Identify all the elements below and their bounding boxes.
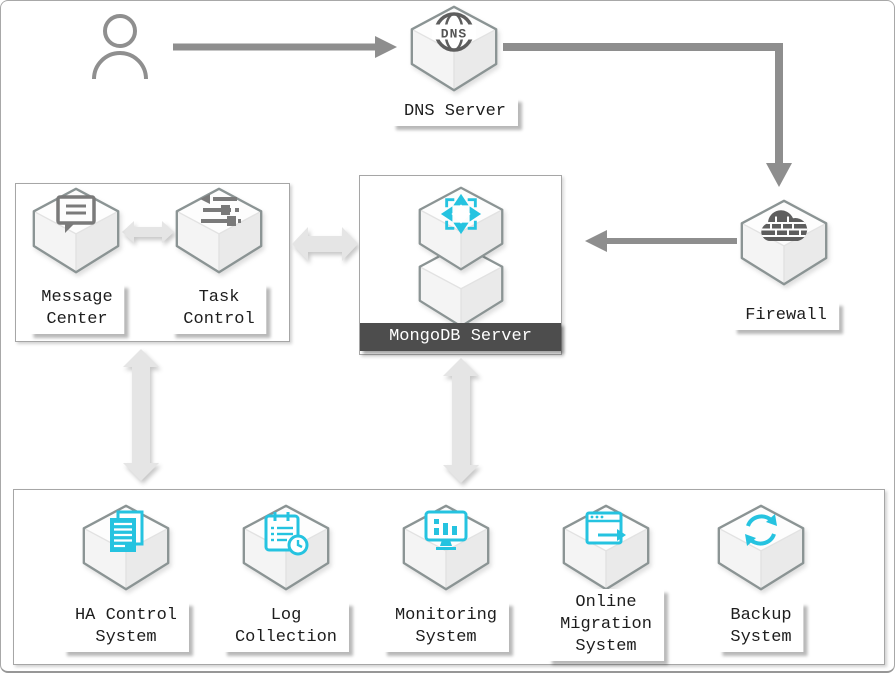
arrow-firewall-to-mongodb xyxy=(585,230,737,252)
dns-node: DNS xyxy=(407,4,501,94)
backup-label: Backup System xyxy=(718,602,804,653)
mongodb-server-box: MongoDB Server xyxy=(359,175,562,355)
online-migration-node xyxy=(559,503,653,593)
documents-icon xyxy=(110,510,144,552)
firewall-label: Firewall xyxy=(733,302,839,331)
double-arrow-mongodb-systems xyxy=(443,358,479,483)
monitoring-node xyxy=(399,503,493,593)
mongodb-label: MongoDB Server xyxy=(360,323,561,351)
monitor-chart-icon xyxy=(424,510,468,550)
monitoring-label: Monitoring System xyxy=(382,602,510,653)
firewall-cloud-icon xyxy=(761,210,808,241)
firewall-node xyxy=(737,198,831,288)
log-schedule-icon xyxy=(264,512,309,556)
mongodb-hex-top xyxy=(415,185,507,273)
backup-node xyxy=(714,503,808,593)
sync-icon xyxy=(745,514,777,546)
log-collection-label: Log Collection xyxy=(222,602,350,653)
message-center-node xyxy=(29,186,123,276)
dns-label: DNS Server xyxy=(391,98,519,127)
arrow-dns-to-firewall xyxy=(503,43,792,187)
dns-icon-text: DNS xyxy=(441,27,467,42)
double-arrow-mongodb-control xyxy=(292,227,358,261)
log-collection-node xyxy=(239,503,333,593)
chat-bubble-icon xyxy=(56,195,96,233)
ha-control-node xyxy=(79,503,173,593)
dns-globe-icon: DNS xyxy=(432,12,476,52)
task-control-label: Task Control xyxy=(171,284,267,335)
online-migration-label: Online Migration System xyxy=(548,589,664,662)
arrow-user-to-dns xyxy=(173,36,397,58)
ha-control-label: HA Control System xyxy=(62,602,190,653)
sliders-icon xyxy=(200,194,241,226)
double-arrow-control-systems xyxy=(123,349,159,481)
scale-arrows-icon xyxy=(440,193,482,235)
message-center-label: Message Center xyxy=(29,284,125,335)
user-icon xyxy=(92,14,148,80)
task-control-node xyxy=(172,186,266,276)
window-migrate-icon xyxy=(585,511,626,545)
